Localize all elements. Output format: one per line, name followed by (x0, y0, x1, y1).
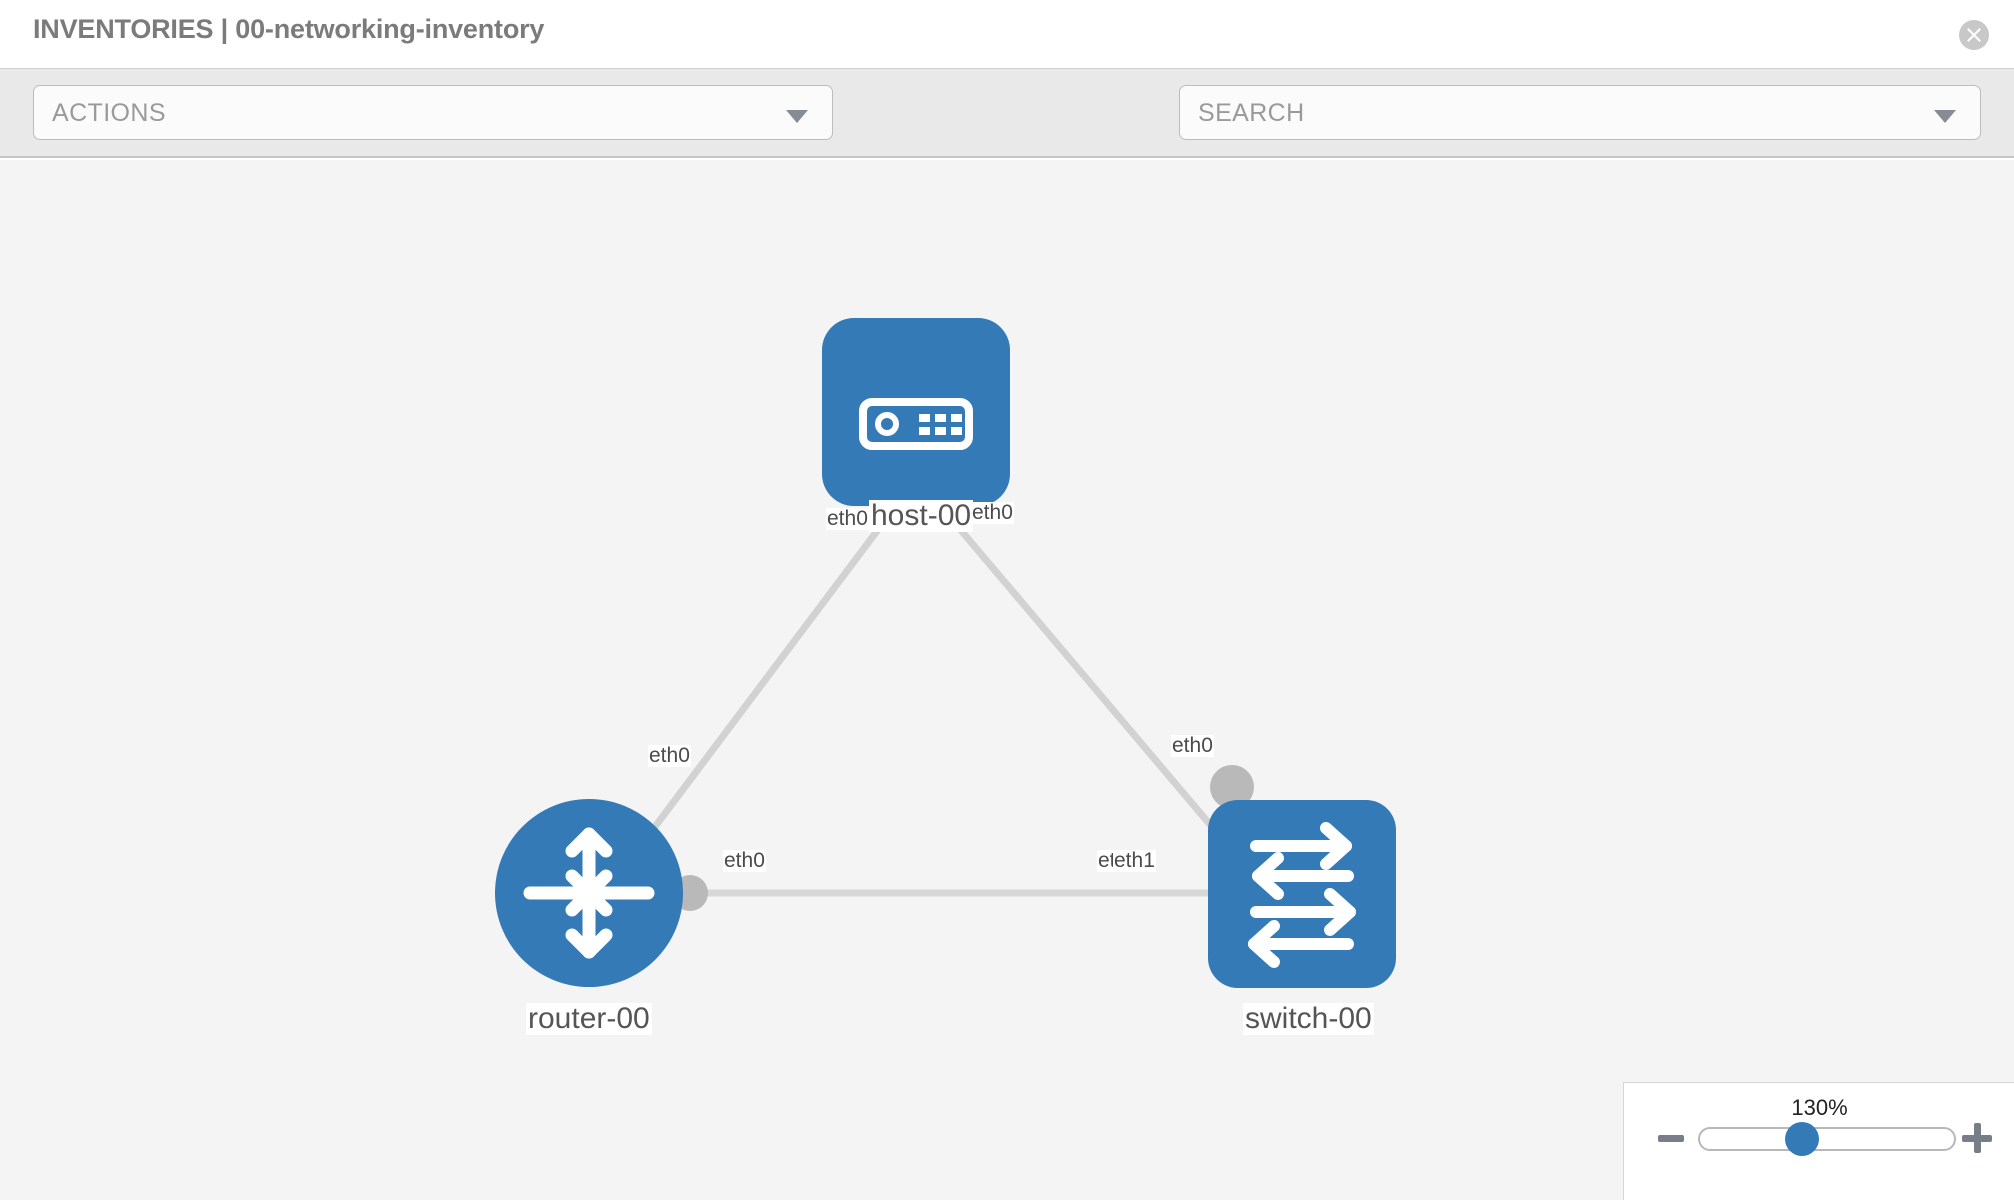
iface-label-router00-uplink: eth0 (648, 744, 691, 768)
node-label-switch-00: switch-00 (1243, 1002, 1374, 1035)
iface-label-host00-right: eth0 (971, 501, 1014, 525)
topology-graph (495, 318, 1396, 988)
iface-label-switch00-eth1: eth1 (1113, 849, 1156, 873)
node-label-router-00: router-00 (526, 1002, 652, 1035)
iface-label-host00-left: eth0 (826, 507, 869, 531)
topology-links (627, 512, 1243, 897)
node-router-00[interactable] (495, 799, 683, 987)
close-icon[interactable] (1959, 20, 1989, 50)
link-host00-switch00[interactable] (945, 512, 1243, 863)
topology-canvas[interactable]: host-00 router-00 switch-00 eth0 eth0 et… (0, 160, 2014, 1200)
page-header: INVENTORIES | 00-networking-inventory (0, 0, 2014, 68)
zoom-slider-thumb[interactable] (1785, 1122, 1819, 1156)
zoom-level-value: 130% (1791, 1095, 1848, 1120)
node-switch-00[interactable] (1208, 800, 1396, 988)
zoom-out-button[interactable] (1658, 1135, 1684, 1142)
chevron-down-icon (786, 110, 808, 123)
router-arrows-icon (523, 827, 655, 959)
switch-arrows-icon (1248, 822, 1356, 968)
search-placeholder: SEARCH (1198, 99, 1305, 127)
node-label-host-00: host-00 (869, 499, 974, 532)
iface-label-switch00-uplink: eth0 (1171, 734, 1214, 758)
server-icon (859, 398, 973, 450)
toolbar: ACTIONS SEARCH (0, 68, 2014, 203)
zoom-slider-track[interactable] (1698, 1127, 1956, 1151)
node-host-00[interactable] (822, 318, 1010, 506)
iface-label-router00-eth0: eth0 (723, 849, 766, 873)
zoom-in-button[interactable] (1962, 1123, 1992, 1153)
link-host00-router00[interactable] (627, 512, 892, 863)
zoom-control-panel: 130% (1623, 1082, 2014, 1200)
search-input[interactable]: SEARCH (1179, 85, 1981, 140)
actions-dropdown[interactable]: ACTIONS (33, 85, 833, 140)
actions-dropdown-label: ACTIONS (52, 99, 166, 127)
chevron-down-icon[interactable] (1934, 110, 1956, 123)
connector-nub (1210, 765, 1254, 809)
page-title: INVENTORIES | 00-networking-inventory (33, 14, 545, 44)
